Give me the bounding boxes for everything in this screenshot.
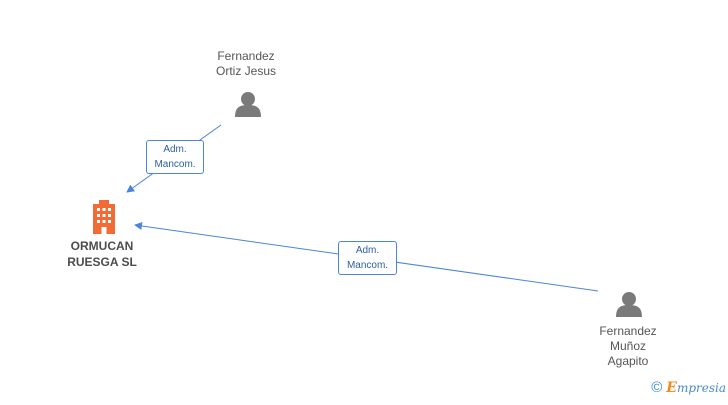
person-name-label[interactable]: Fernandez Muñoz Agapito bbox=[599, 324, 657, 368]
person-name-label[interactable]: Fernandez Ortiz Jesus bbox=[215, 49, 276, 78]
person-icon[interactable] bbox=[616, 292, 642, 317]
edge-role-label: Adm. Mancom. bbox=[146, 140, 204, 174]
edge-role-label: Adm. Mancom. bbox=[338, 241, 397, 275]
brand-watermark: © Empresia bbox=[651, 379, 726, 396]
person-icon[interactable] bbox=[235, 92, 261, 117]
building-icon[interactable] bbox=[93, 200, 115, 234]
copyright-icon: © bbox=[651, 379, 663, 396]
brand-logo: Empresia bbox=[666, 379, 726, 396]
company-name-label[interactable]: ORMUCAN RUESGA SL bbox=[67, 239, 137, 269]
